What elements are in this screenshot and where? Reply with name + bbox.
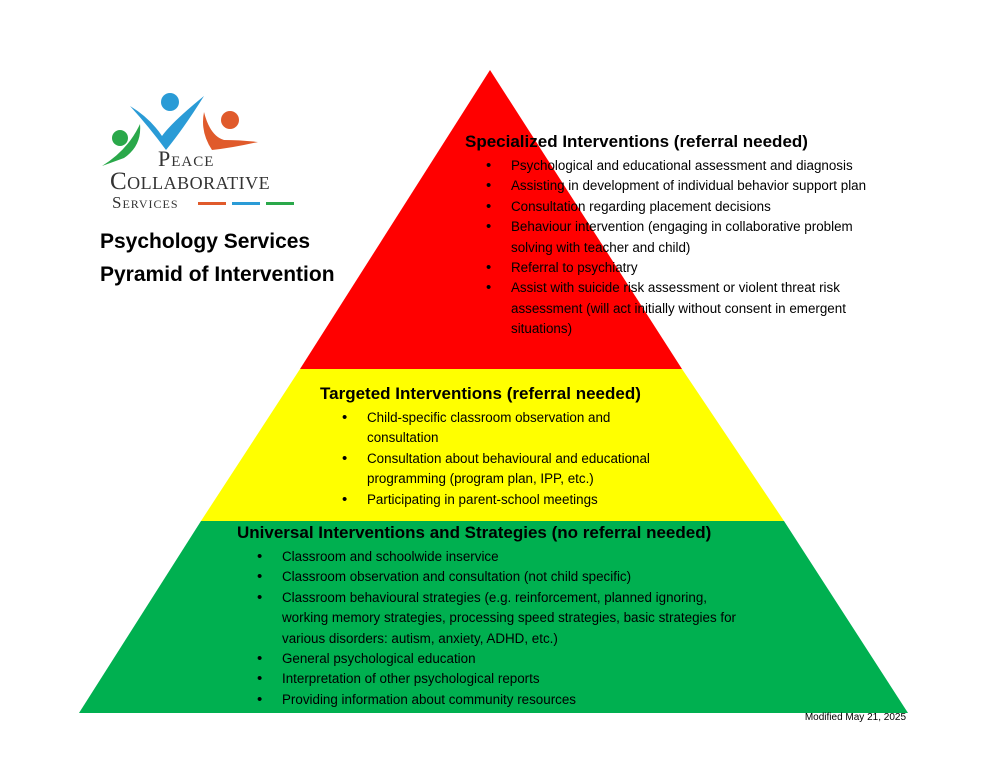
list-item: Consultation regarding placement decisio… bbox=[486, 197, 881, 218]
universal-heading: Universal Interventions and Strategies (… bbox=[237, 523, 712, 542]
page-title-line1: Psychology Services bbox=[100, 230, 311, 253]
list-item: General psychological education bbox=[257, 649, 747, 670]
list-item: Consultation about behavioural and educa… bbox=[342, 449, 672, 490]
specialized-heading: Specialized Interventions (referral need… bbox=[465, 132, 808, 151]
logo-figures-icon bbox=[102, 93, 258, 166]
list-item: Assist with suicide risk assessment or v… bbox=[486, 278, 881, 339]
logo-line-peace: Peace bbox=[158, 146, 215, 171]
logo-bar-green bbox=[266, 202, 294, 205]
page-title-line2: Pyramid of Intervention bbox=[100, 263, 335, 286]
list-item: Interpretation of other psychological re… bbox=[257, 669, 747, 690]
logo: Peace Collaborative Services bbox=[100, 88, 310, 218]
list-item: Providing information about community re… bbox=[257, 690, 747, 711]
list-item: Classroom and schoolwide inservice bbox=[257, 547, 747, 568]
logo-line-services: Services bbox=[112, 193, 179, 212]
logo-line-collaborative: Collaborative bbox=[110, 168, 271, 195]
list-item: Classroom observation and consultation (… bbox=[257, 567, 747, 588]
targeted-list: Child-specific classroom observation and… bbox=[342, 408, 672, 510]
logo-bar-orange bbox=[198, 202, 226, 205]
list-item: Referral to psychiatry bbox=[486, 258, 881, 279]
list-item: Classroom behavioural strategies (e.g. r… bbox=[257, 588, 747, 649]
list-item: Behaviour intervention (engaging in coll… bbox=[486, 217, 881, 258]
list-item: Assisting in development of individual b… bbox=[486, 176, 881, 197]
list-item: Participating in parent-school meetings bbox=[342, 490, 672, 511]
modified-date: Modified May 21, 2025 bbox=[804, 712, 906, 723]
specialized-list: Psychological and educational assessment… bbox=[486, 156, 881, 340]
universal-list: Classroom and schoolwide inservice Class… bbox=[257, 547, 747, 711]
list-item: Child-specific classroom observation and… bbox=[342, 408, 672, 449]
targeted-heading: Targeted Interventions (referral needed) bbox=[320, 384, 641, 403]
list-item: Psychological and educational assessment… bbox=[486, 156, 881, 177]
logo-bar-blue bbox=[232, 202, 260, 205]
